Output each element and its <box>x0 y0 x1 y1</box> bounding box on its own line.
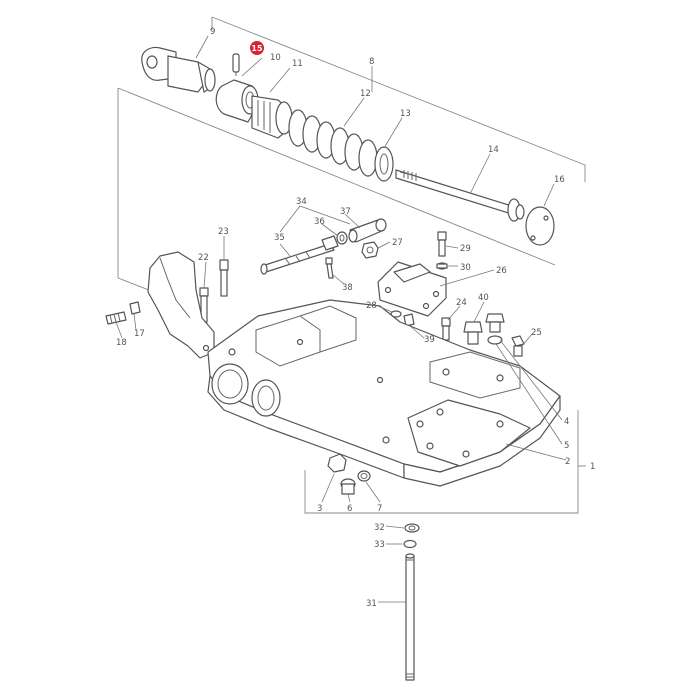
callout-8: 8 <box>369 57 374 67</box>
highlight-callout-15: 15 <box>250 41 264 55</box>
part-14-rod <box>395 169 525 222</box>
part-13-inner-spring <box>374 146 394 182</box>
part-15-pin <box>232 53 240 76</box>
frame-top-edge <box>117 87 556 266</box>
part-28-oring <box>390 310 402 318</box>
part-30-washer <box>436 262 448 270</box>
callout-12: 12 <box>360 89 371 99</box>
part-35-shaft <box>260 235 339 275</box>
callout-25: 25 <box>531 328 542 338</box>
part-5-fitting <box>485 313 505 345</box>
callout-14: 14 <box>488 145 499 155</box>
part-25-fitting <box>511 335 525 357</box>
part-9-clevis <box>141 46 216 93</box>
callout-16: 16 <box>554 175 565 185</box>
callout-30: 30 <box>460 263 471 273</box>
part-16-disc <box>525 206 555 246</box>
callout-2: 2 <box>565 457 570 467</box>
part-6-plug <box>340 478 356 495</box>
part-7-ring <box>357 470 371 482</box>
part-18-screw <box>105 311 127 325</box>
callout-18: 18 <box>116 338 127 348</box>
part-29-bolt <box>437 231 447 257</box>
callout-39: 39 <box>424 335 435 345</box>
part-26-cover-plate <box>377 261 447 317</box>
main-housing <box>147 251 561 487</box>
callout-34: 34 <box>296 197 307 207</box>
callout-38: 38 <box>342 283 353 293</box>
highlight-label: 15 <box>251 44 263 53</box>
part-37-sleeve <box>348 218 387 243</box>
callout-27: 27 <box>392 238 403 248</box>
callout-7: 7 <box>377 504 382 514</box>
highlight-badge <box>250 41 264 55</box>
callout-6: 6 <box>347 504 352 514</box>
callout-29: 29 <box>460 244 471 254</box>
callout-5: 5 <box>564 441 569 451</box>
callout-11: 11 <box>292 59 303 69</box>
callout-22: 22 <box>198 253 209 263</box>
callout-1: 1 <box>590 462 595 472</box>
frame-spring-assembly <box>211 16 586 182</box>
part-32-washer <box>404 523 420 533</box>
callout-35: 35 <box>274 233 285 243</box>
part-17-plug <box>129 301 141 315</box>
part-24-bolt <box>441 317 451 341</box>
callout-32: 32 <box>374 523 385 533</box>
part-23-stud <box>219 259 229 297</box>
frame-main-right <box>304 470 579 514</box>
callout-labels: 1 2 3 4 5 6 7 8 9 10 11 12 13 14 16 17 1… <box>116 27 595 609</box>
callout-36: 36 <box>314 217 325 227</box>
callout-26: 26 <box>496 266 507 276</box>
callout-17: 17 <box>134 329 145 339</box>
part-33-ring <box>403 539 417 549</box>
callout-33: 33 <box>374 540 385 550</box>
part-39-plug <box>403 313 415 327</box>
callout-9: 9 <box>210 27 215 37</box>
part-38-screw <box>325 257 334 279</box>
part-31-shaft <box>405 553 415 681</box>
callout-24: 24 <box>456 298 467 308</box>
callout-13: 13 <box>400 109 411 119</box>
part-12-outer-spring <box>288 109 378 177</box>
part-11-spring-seat <box>251 95 293 139</box>
callout-3: 3 <box>317 504 322 514</box>
part-40-fitting <box>463 321 483 345</box>
part-36-ring <box>336 231 348 245</box>
part-27-nut <box>361 241 379 259</box>
callout-23: 23 <box>218 227 229 237</box>
part-3-nut <box>327 453 347 473</box>
callout-28: 28 <box>366 301 377 311</box>
boundary-frames <box>117 16 586 514</box>
callout-40: 40 <box>478 293 489 303</box>
callout-37: 37 <box>340 207 351 217</box>
callout-4: 4 <box>564 417 569 427</box>
leader-lines <box>115 35 586 603</box>
callout-31: 31 <box>366 599 377 609</box>
callout-10: 10 <box>270 53 281 63</box>
